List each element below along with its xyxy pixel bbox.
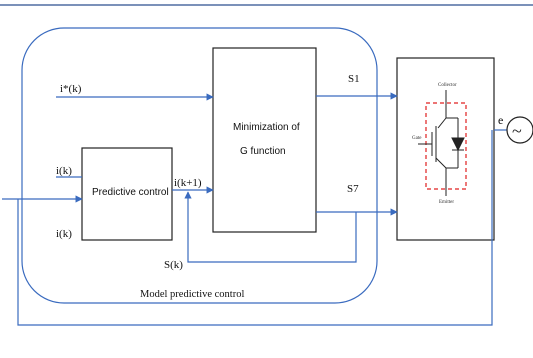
wire-outer-feedback <box>17 130 493 326</box>
mpc-container <box>21 27 378 304</box>
label-s7: S7 <box>347 183 359 195</box>
label-sk: S(k) <box>164 259 183 271</box>
label-predictive-control: Predictive control <box>92 187 169 198</box>
label-minimization-2: G function <box>240 146 286 157</box>
wire-sk <box>184 191 357 263</box>
label-e: e <box>498 113 503 127</box>
label-minimization-1: Minimization of <box>233 122 300 133</box>
converter-block <box>396 57 495 241</box>
label-mpc: Model predictive control <box>140 289 244 300</box>
predictive-control-block <box>81 147 173 241</box>
label-collector: Collector <box>438 83 457 88</box>
minimization-block <box>212 47 317 233</box>
label-ik1: i(k+1) <box>174 177 202 189</box>
label-ik-top: i(k) <box>56 165 72 177</box>
igbt-symbol <box>418 90 465 196</box>
label-gate: Gate <box>412 136 422 141</box>
ac-source-icon <box>506 116 533 144</box>
label-iref: i*(k) <box>60 83 82 95</box>
label-s1: S1 <box>348 73 360 85</box>
label-ik-bottom: i(k) <box>56 228 72 240</box>
label-emitter: Emitter <box>439 200 454 205</box>
sine-wave-icon: ~ <box>512 121 522 141</box>
